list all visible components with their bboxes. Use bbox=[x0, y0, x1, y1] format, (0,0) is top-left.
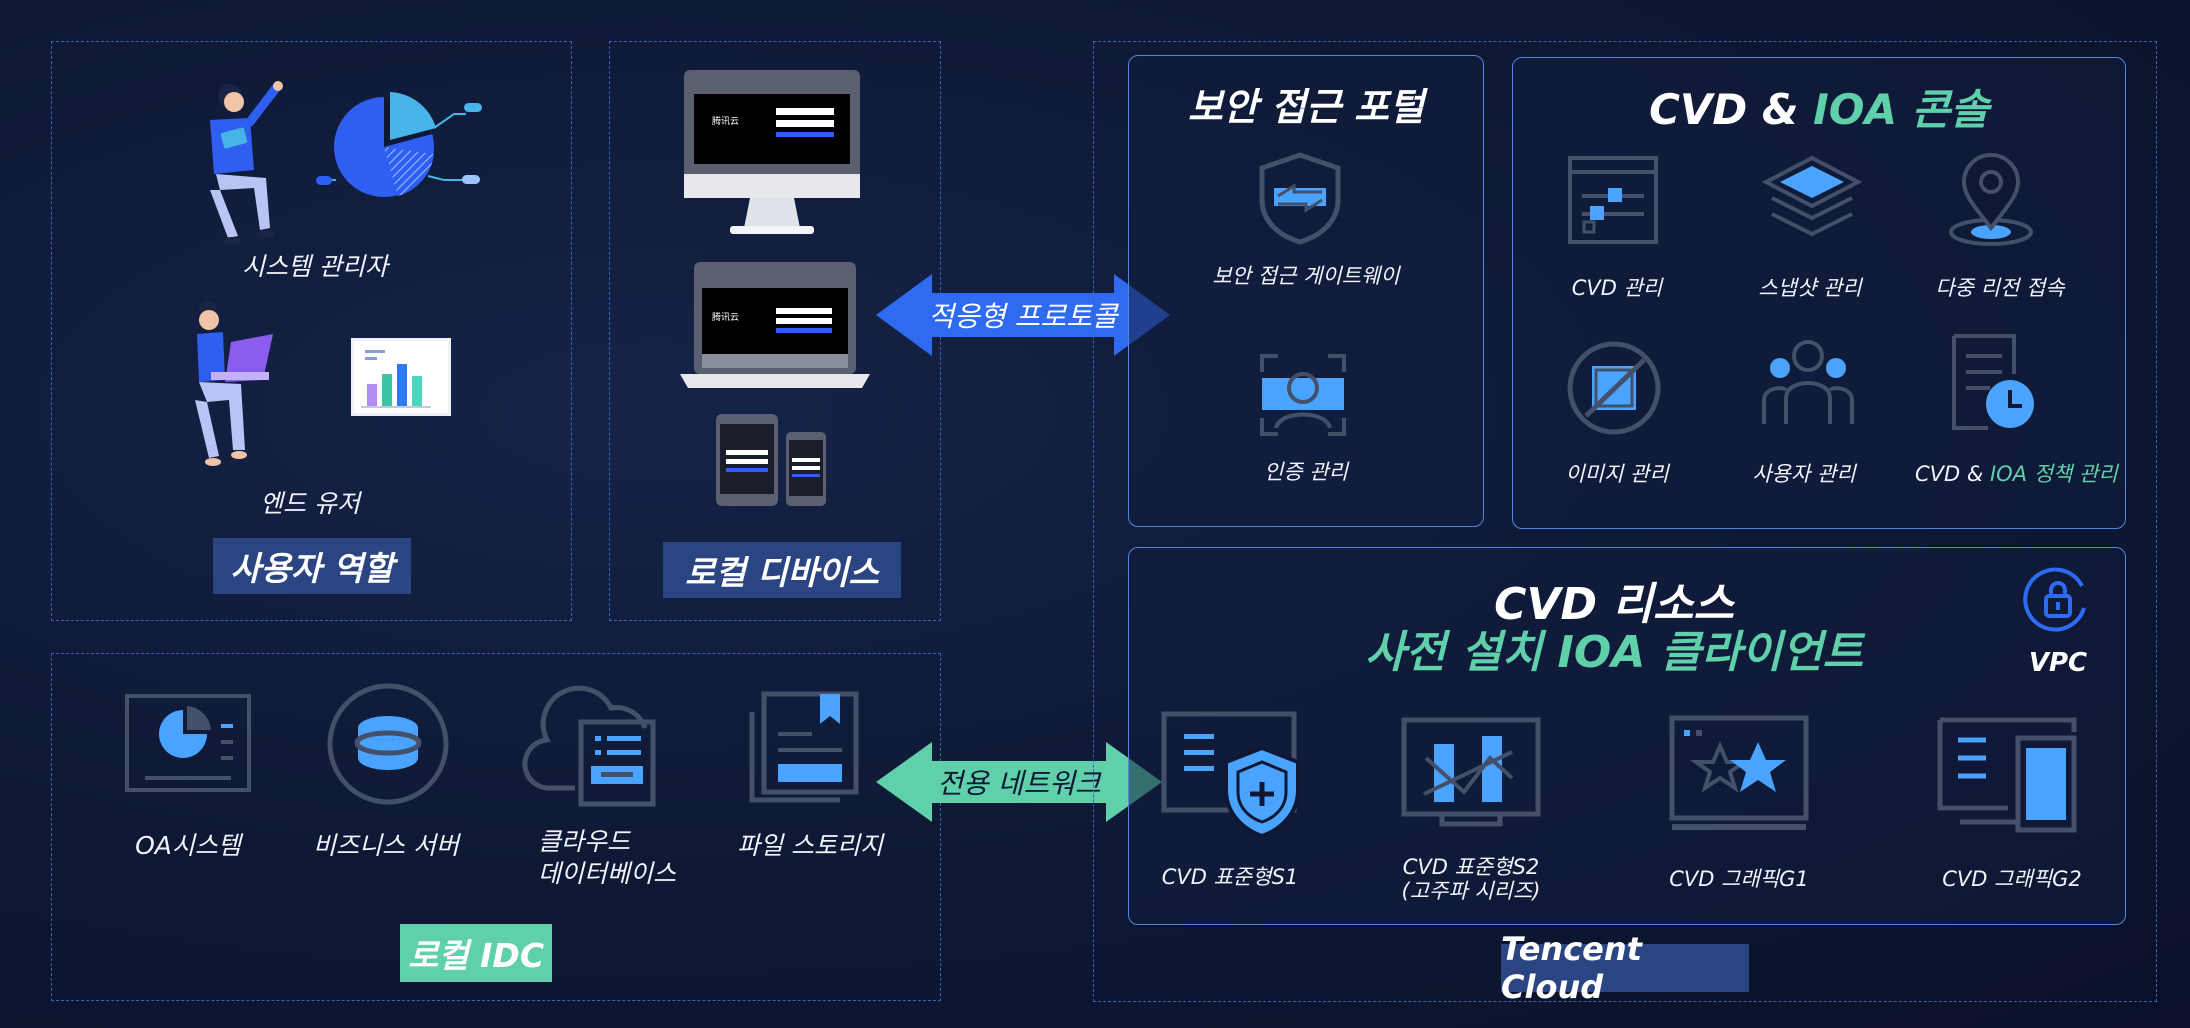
system-admin-illustration bbox=[210, 81, 283, 245]
console-item-snapshot-management: 스냅샷 관리 bbox=[1758, 276, 1862, 300]
cvd-g2-icon bbox=[1937, 717, 2077, 833]
system-admin-label: 시스템 관리자 bbox=[242, 252, 388, 281]
desktop-screen-brand: 腾讯云 bbox=[712, 117, 740, 127]
desktop-monitor-icon bbox=[684, 70, 860, 234]
idc-item-oa-system: OA시스템 bbox=[135, 831, 241, 860]
cvd-g1-icon bbox=[1669, 715, 1809, 830]
tencent-cloud-panel bbox=[1093, 41, 2157, 1002]
console-title: CVD & IOA 콘솔 bbox=[1512, 76, 2126, 137]
security-portal-title: 보안 접근 포털 bbox=[1187, 85, 1425, 129]
vpc-lock-icon bbox=[2023, 567, 2086, 632]
console-panel bbox=[1512, 57, 2126, 529]
cvd-s1-icon bbox=[1161, 711, 1300, 839]
console-item-multi-region-access: 다중 리전 접속 bbox=[1935, 276, 2065, 300]
laptop-screen-brand: 腾讯云 bbox=[712, 313, 740, 323]
security-gateway-label: 보안 접근 게이트웨이 bbox=[1212, 264, 1400, 288]
auth-management-label: 인증 관리 bbox=[1264, 460, 1348, 484]
snapshot-management-icon bbox=[1761, 155, 1863, 237]
user-management-icon bbox=[1762, 340, 1854, 424]
console-title-part-b: IOA bbox=[1813, 85, 1897, 134]
laptop-icon bbox=[680, 262, 870, 388]
vpc-label: VPC bbox=[2028, 648, 2088, 678]
cvd-item-s2: CVD 표준형S2 bbox=[1402, 855, 1540, 879]
end-user-illustration bbox=[195, 300, 273, 466]
local-idc-panel bbox=[51, 653, 941, 1001]
policy-management-icon bbox=[1952, 334, 2034, 430]
idc-item-cloud: 클라우드 bbox=[538, 827, 631, 856]
tablet-phone-icon bbox=[716, 414, 826, 506]
console-title-part-c: 콘솔 bbox=[1897, 85, 1989, 134]
bar-chart-board-illustration bbox=[351, 338, 451, 416]
cvd-s2-icon bbox=[1401, 717, 1541, 827]
multi-region-access-icon bbox=[1949, 153, 2033, 246]
policy-label-part-b: IOA bbox=[1989, 462, 2028, 486]
console-item-policy-management: CVD & IOA 정책 관리 bbox=[1915, 460, 2118, 488]
local-idc-tag: 로컬 IDC bbox=[400, 924, 552, 982]
local-devices-tag: 로컬 디바이스 bbox=[663, 542, 901, 598]
oa-system-icon bbox=[125, 694, 251, 792]
console-title-part-a: CVD & bbox=[1649, 85, 1814, 134]
policy-label-part-a: CVD & bbox=[1915, 462, 1990, 486]
idc-item-database: 데이터베이스 bbox=[538, 859, 677, 888]
end-user-label: 엔드 유저 bbox=[260, 489, 360, 518]
cvd-management-icon bbox=[1568, 156, 1658, 244]
auth-management-icon bbox=[1260, 354, 1346, 436]
cvd-resources-subtitle: 사전 설치 IOA 클라이언트 bbox=[1364, 627, 1864, 678]
tencent-cloud-tag: Tencent Cloud bbox=[1501, 930, 1749, 1006]
adaptive-protocol-label: 적응형 프로토콜 bbox=[928, 300, 1118, 333]
dedicated-network-arrow bbox=[876, 742, 1162, 822]
adaptive-protocol-arrow bbox=[876, 274, 1170, 356]
file-storage-icon bbox=[749, 691, 859, 803]
idc-item-business-server: 비즈니스 서버 bbox=[313, 831, 459, 860]
user-roles-panel bbox=[51, 41, 572, 621]
security-gateway-icon bbox=[1259, 152, 1341, 245]
business-server-icon bbox=[327, 683, 449, 805]
cvd-item-g2: CVD 그래픽G2 bbox=[1942, 867, 2082, 891]
console-item-user-management: 사용자 관리 bbox=[1752, 462, 1856, 486]
image-management-icon bbox=[1567, 341, 1661, 435]
cvd-item-s1: CVD 표준형S1 bbox=[1161, 865, 1299, 889]
cvd-resources-title: CVD 리소스 bbox=[1494, 579, 1734, 630]
dedicated-network-label: 전용 네트워크 bbox=[937, 767, 1101, 800]
console-item-cvd-management: CVD 관리 bbox=[1571, 276, 1663, 300]
cvd-item-g1: CVD 그래픽G1 bbox=[1669, 867, 1809, 891]
idc-item-file-storage: 파일 스토리지 bbox=[737, 831, 883, 860]
security-portal-panel bbox=[1128, 55, 1484, 527]
cvd-item-s2-sub: (고주파 시리즈) bbox=[1401, 879, 1541, 903]
user-roles-tag: 사용자 역할 bbox=[213, 538, 411, 594]
cloud-database-icon bbox=[522, 685, 656, 807]
pie-chart-illustration bbox=[316, 92, 482, 197]
console-item-image-management: 이미지 관리 bbox=[1565, 462, 1669, 486]
policy-label-part-c: 정책 관리 bbox=[2027, 462, 2118, 486]
